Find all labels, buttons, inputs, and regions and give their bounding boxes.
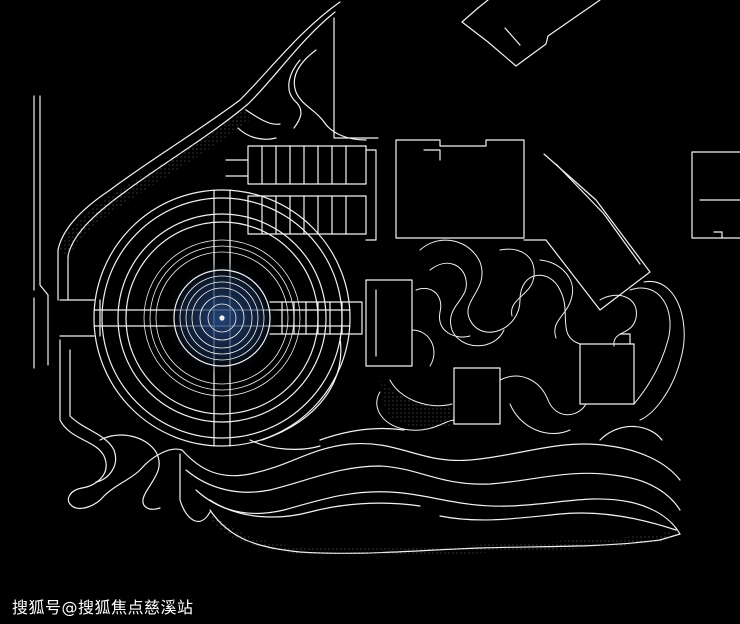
central-fountain [164,260,280,376]
southwest-scalloped-edge [59,339,183,510]
clubhouse-building [365,139,651,425]
watermark-text: 搜狐号@搜狐焦点慈溪站 [12,598,194,617]
north-building-outline [461,0,601,67]
vegetation-stipple [60,108,670,557]
meandering-garden-paths [376,239,685,435]
west-road-lines [33,95,49,369]
east-building-outline [691,151,740,239]
south-stream-bands [179,425,681,554]
northwest-boundary-curve [57,1,379,301]
east-stair-connector [261,301,363,441]
